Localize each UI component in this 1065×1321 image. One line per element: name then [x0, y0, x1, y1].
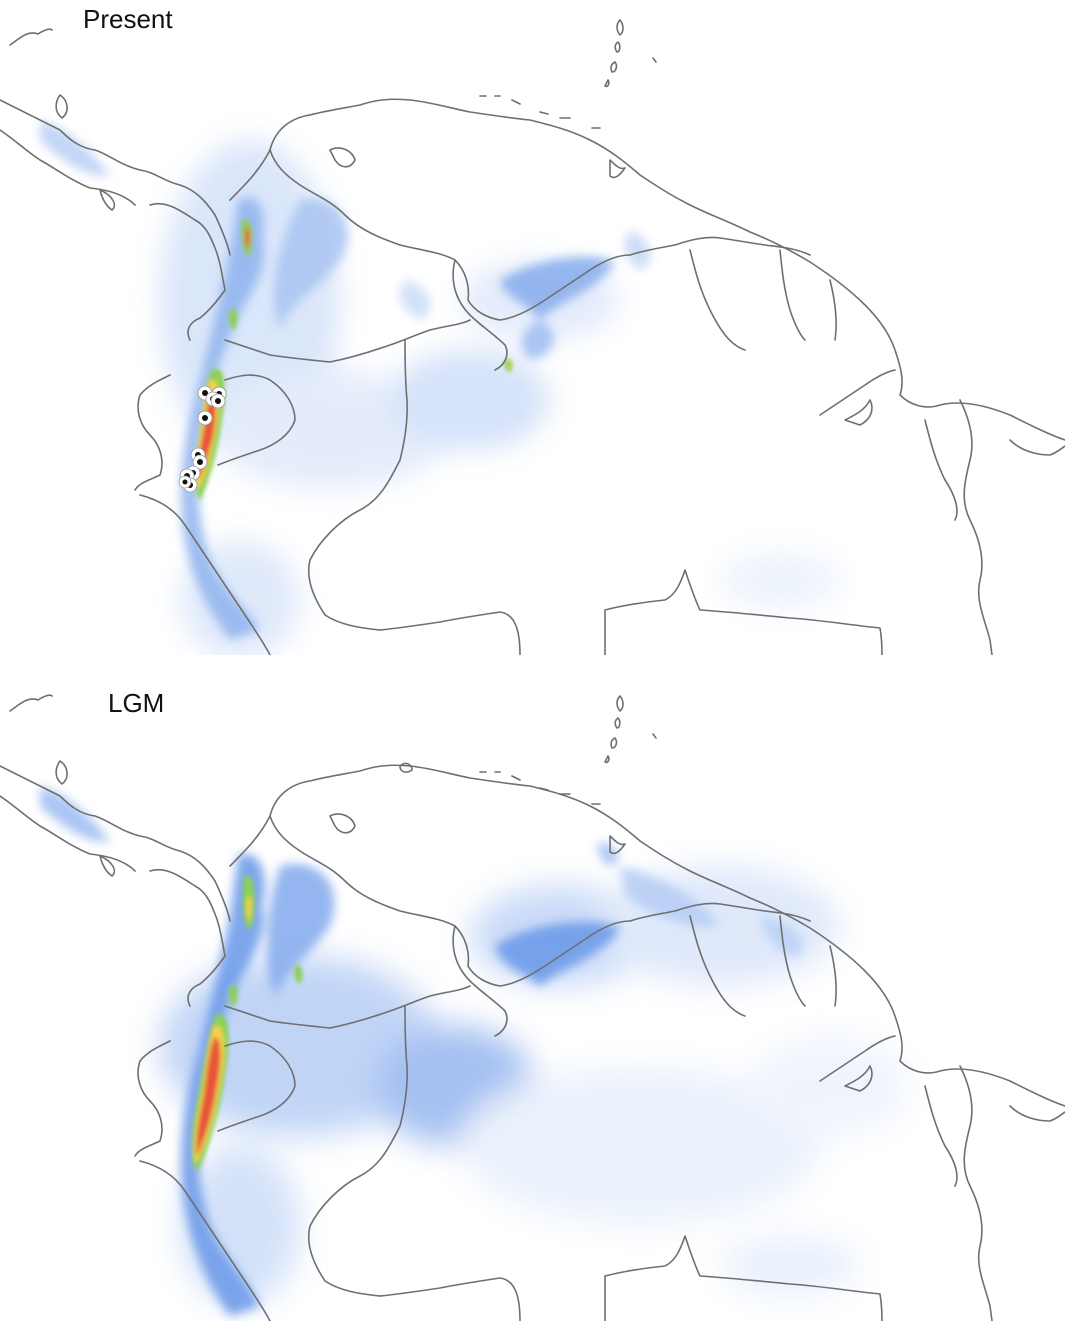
country-borders [0, 19, 1065, 655]
occurrence-point[interactable] [178, 475, 192, 489]
occurrence-point[interactable] [210, 393, 226, 409]
lgm-map [0, 694, 1065, 1321]
panel-title-lgm: LGM [108, 688, 165, 718]
present-map [0, 19, 1065, 655]
panel-title-present: Present [83, 4, 173, 34]
occurrence-point[interactable] [192, 454, 208, 470]
present-map-panel: Present [0, 0, 1065, 655]
country-borders [0, 694, 1065, 1321]
suitability-layer [40, 786, 910, 1316]
suitability-layer [40, 120, 840, 655]
occurrence-points [178, 385, 227, 493]
occurrence-point[interactable] [197, 410, 213, 426]
lgm-map-panel: LGM [0, 666, 1065, 1321]
